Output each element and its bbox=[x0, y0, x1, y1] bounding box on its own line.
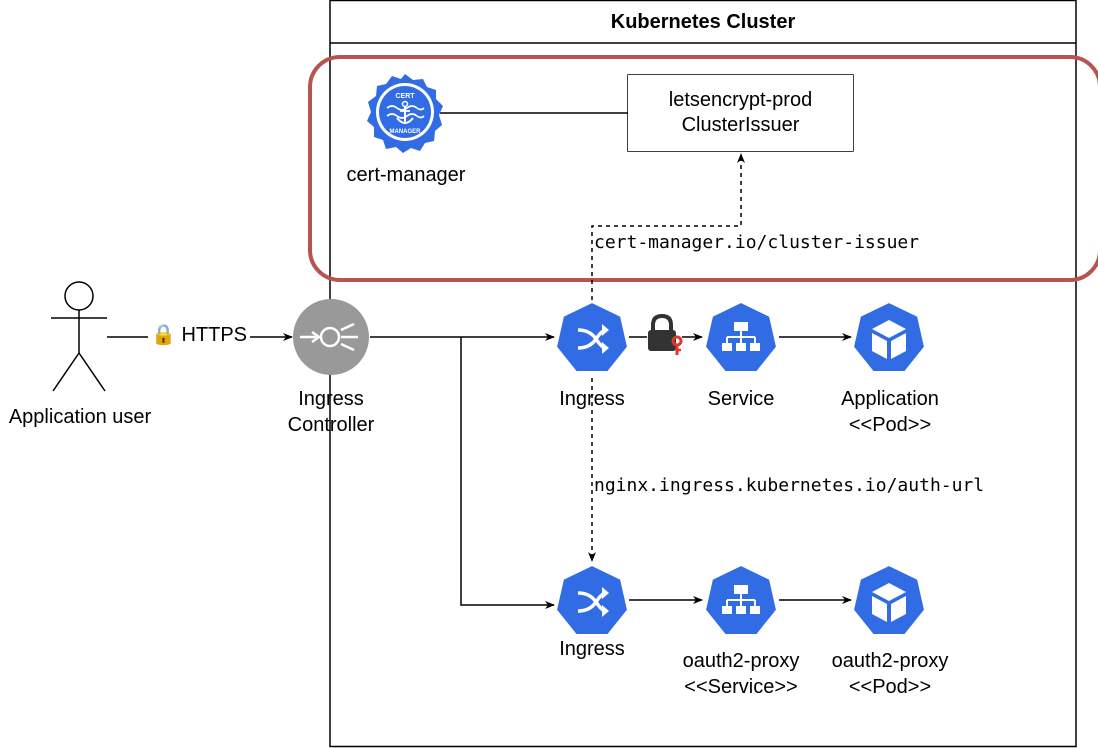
cluster-issuer-annotation: cert-manager.io/cluster-issuer bbox=[594, 232, 920, 254]
cert-manager-logo-icon: CERT MANAGER bbox=[367, 74, 443, 153]
application-pod-kind: <<Pod>> bbox=[848, 414, 932, 436]
ingress-label: Ingress bbox=[559, 388, 625, 410]
ingress-controller-label: Ingress Controller bbox=[261, 386, 401, 438]
cluster-title: Kubernetes Cluster bbox=[610, 11, 796, 33]
https-text: HTTPS bbox=[181, 324, 248, 346]
auth-url-annotation: nginx.ingress.kubernetes.io/auth-url bbox=[594, 475, 985, 497]
cluster-issuer-name: letsencrypt-prod bbox=[668, 89, 813, 111]
oauth-service-label: oauth2-proxy <<Service>> bbox=[666, 648, 816, 700]
application-pod-name: Application bbox=[841, 388, 939, 410]
ingress-icon bbox=[555, 301, 629, 373]
oauth-service-icon bbox=[704, 564, 778, 636]
ingress-controller-label-line1: Ingress bbox=[298, 388, 364, 410]
cluster-issuer-annotation-arrow bbox=[591, 153, 745, 300]
cluster-issuer-kind: ClusterIssuer bbox=[681, 114, 800, 136]
https-label: 🔒 HTTPS bbox=[148, 322, 251, 348]
ingress-controller-icon bbox=[293, 299, 369, 375]
pod-icon bbox=[852, 301, 926, 373]
cert-manager-label: cert-manager bbox=[346, 164, 466, 186]
application-pod-label: Application <<Pod>> bbox=[815, 386, 965, 438]
service-icon bbox=[704, 301, 778, 373]
cluster-issuer-label: letsencrypt-prod ClusterIssuer bbox=[628, 75, 853, 151]
actor-label: Application user bbox=[8, 406, 152, 428]
svg-text:CERT: CERT bbox=[395, 93, 415, 100]
svg-text:MANAGER: MANAGER bbox=[390, 129, 422, 135]
oauth-pod-icon bbox=[852, 564, 926, 636]
controller-to-oauth-ingress-arrow bbox=[460, 337, 555, 609]
tls-padlock-icon bbox=[648, 313, 683, 355]
service-label: Service bbox=[707, 388, 775, 410]
oauth-ingress-icon bbox=[555, 564, 629, 636]
ingress-controller-label-line2: Controller bbox=[287, 414, 375, 436]
oauth-ingress-label: Ingress bbox=[559, 638, 625, 660]
oauth-service-name: oauth2-proxy bbox=[682, 650, 800, 672]
cert-manager-highlight-box bbox=[308, 55, 1098, 282]
user-actor-icon bbox=[51, 281, 107, 392]
oauth-pod-name: oauth2-proxy bbox=[831, 650, 949, 672]
oauth-pod-label: oauth2-proxy <<Pod>> bbox=[815, 648, 965, 700]
oauth-pod-kind: <<Pod>> bbox=[848, 676, 932, 698]
lock-icon: 🔒 bbox=[151, 324, 176, 346]
oauth-service-kind: <<Service>> bbox=[684, 676, 798, 698]
